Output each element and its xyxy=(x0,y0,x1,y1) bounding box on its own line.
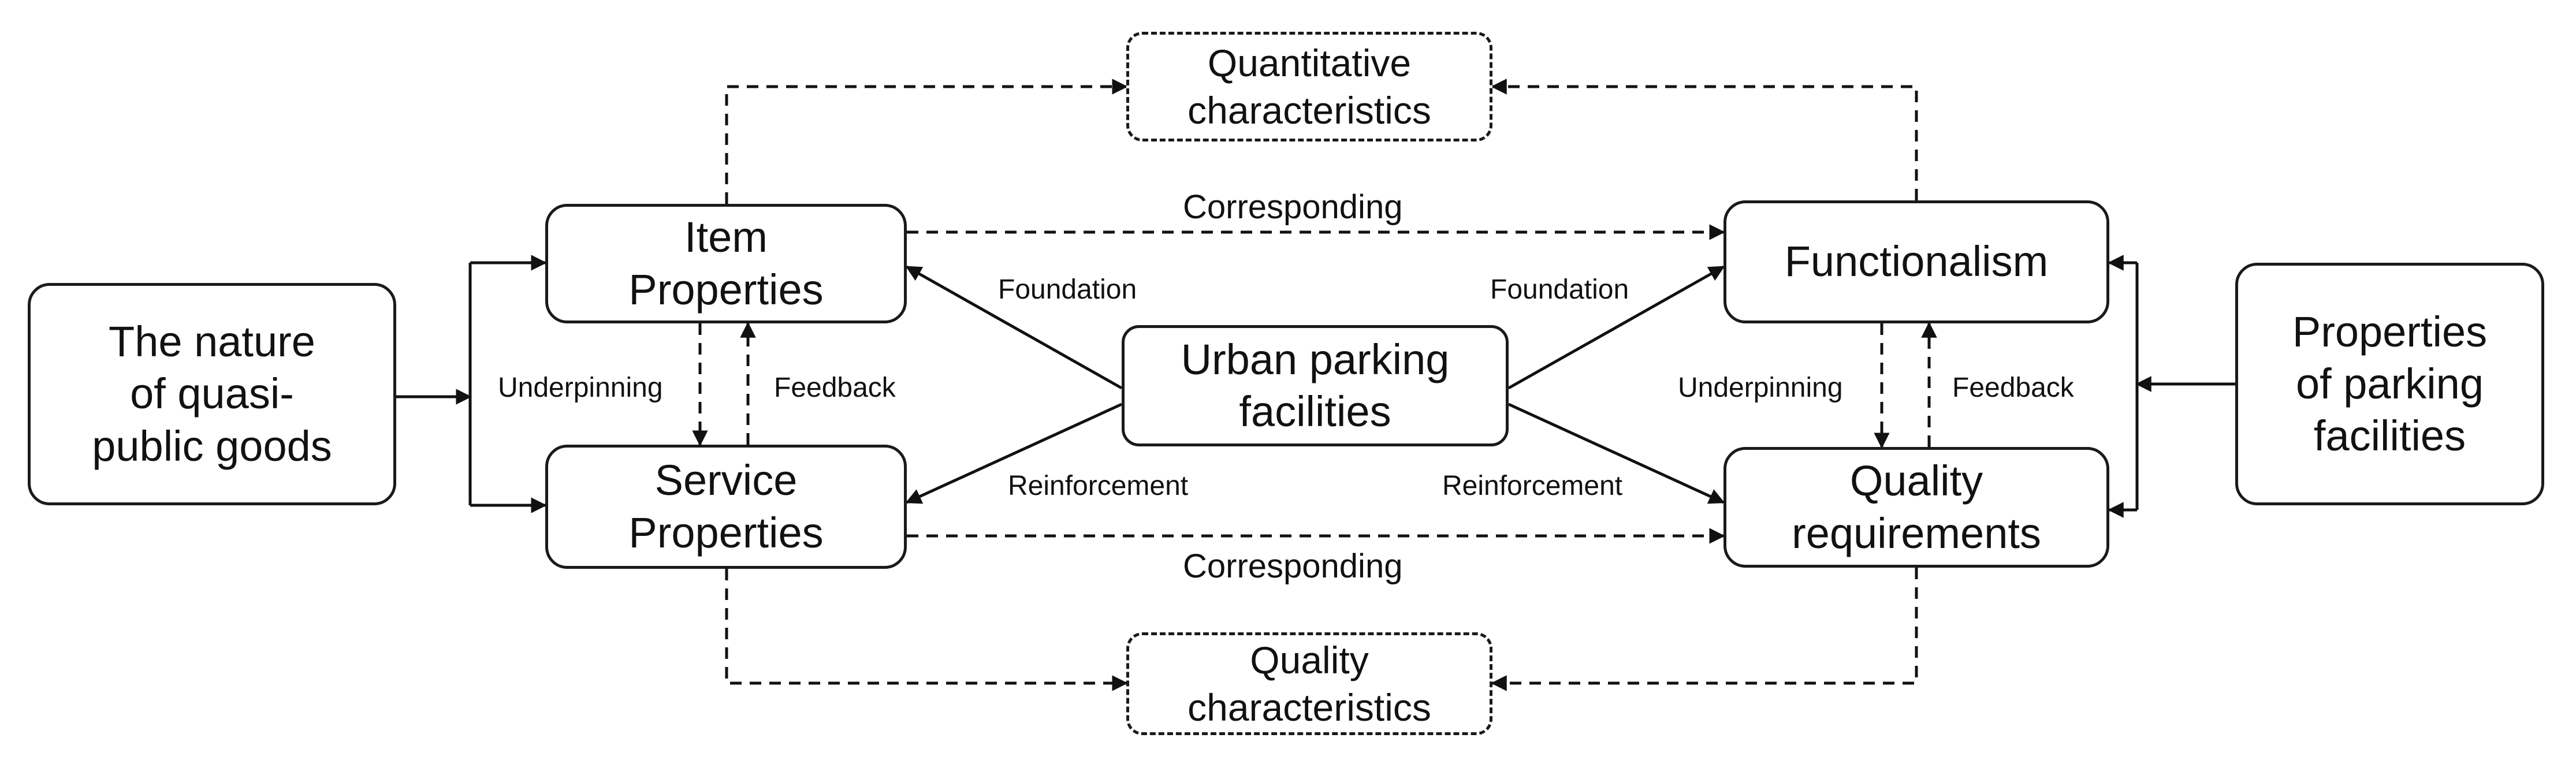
label-reinforcement-left: Reinforcement xyxy=(1008,471,1189,501)
box-nature-line-1: The nature xyxy=(109,318,315,366)
box-qualchar-line-2: characteristics xyxy=(1188,686,1431,729)
box-item-properties: Item Properties xyxy=(545,204,907,323)
box-service-line-1: Service xyxy=(654,456,798,505)
label-underpinning-left: Underpinning xyxy=(498,372,663,403)
label-foundation-left: Foundation xyxy=(998,274,1137,305)
box-properties-of-parking-facilities: Properties of parking facilities xyxy=(2235,263,2544,505)
box-quant-line-1: Quantitative xyxy=(1207,41,1412,84)
box-functionalism-line-1: Functionalism xyxy=(1784,237,2049,286)
box-service-line-2: Properties xyxy=(628,508,824,557)
box-parking-line-1: Properties xyxy=(2292,307,2488,356)
box-quality-req-line-2: requirements xyxy=(1792,509,2041,557)
label-reinforcement-right: Reinforcement xyxy=(1442,471,1623,501)
arrow-service-to-qualchar xyxy=(725,569,1128,691)
box-nature-of-quasi-public-goods: The nature of quasi- public goods xyxy=(28,283,396,505)
box-center-line-2: facilities xyxy=(1239,387,1391,435)
box-item-line-1: Item xyxy=(684,213,768,262)
arrow-functionalism-to-quant xyxy=(1491,79,1918,200)
label-corresponding-top: Corresponding xyxy=(1183,188,1403,226)
box-quality-req-line-1: Quality xyxy=(1849,457,1983,505)
box-quant-line-2: characteristics xyxy=(1188,89,1431,132)
box-urban-parking-facilities: Urban parking facilities xyxy=(1122,325,1509,446)
label-underpinning-right: Underpinning xyxy=(1678,372,1843,403)
label-foundation-right: Foundation xyxy=(1490,274,1629,305)
arrow-center-to-quality-req xyxy=(1507,403,1725,504)
box-parking-line-2: of parking xyxy=(2296,359,2484,408)
box-qualchar-line-1: Quality xyxy=(1250,638,1369,681)
label-feedback-left: Feedback xyxy=(774,372,896,403)
box-functionalism: Functionalism xyxy=(1723,200,2109,323)
box-center-line-1: Urban parking xyxy=(1181,335,1450,383)
box-service-properties: Service Properties xyxy=(545,445,907,569)
box-nature-line-2: of quasi- xyxy=(130,370,294,418)
box-item-line-2: Properties xyxy=(628,265,824,314)
box-parking-line-3: facilities xyxy=(2313,412,2466,460)
box-quantitative-characteristics: Quantitative characteristics xyxy=(1126,32,1492,141)
arrow-quality-req-to-qualchar xyxy=(1491,568,1918,691)
box-quality-requirements: Quality requirements xyxy=(1723,447,2109,568)
box-quality-characteristics: Quality characteristics xyxy=(1126,632,1492,735)
arrow-center-to-functionalism xyxy=(1507,265,1725,390)
arrow-item-to-quant xyxy=(725,79,1128,204)
arrow-center-to-service xyxy=(905,403,1123,504)
label-corresponding-bottom: Corresponding xyxy=(1183,547,1403,585)
arrow-center-to-item xyxy=(905,265,1123,390)
box-nature-line-3: public goods xyxy=(92,422,332,470)
label-feedback-right: Feedback xyxy=(1952,372,2074,403)
